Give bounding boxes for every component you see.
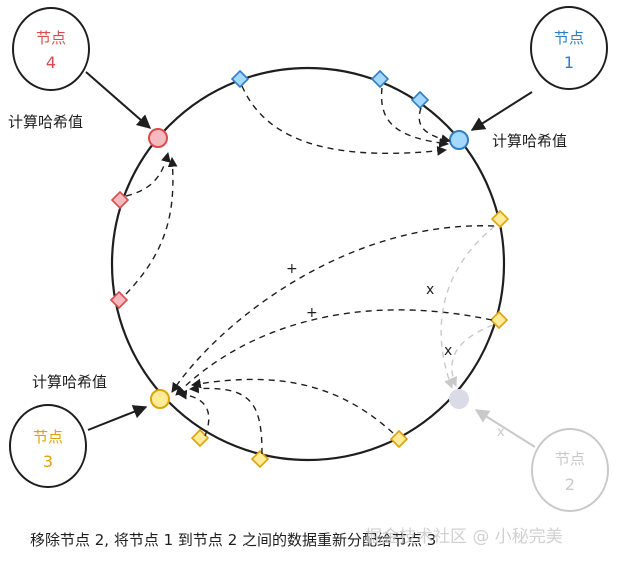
node-4-circle [12, 7, 90, 91]
node-3-number: 3 [43, 452, 53, 471]
ring-node-1-point [449, 130, 469, 150]
node-1-number: 1 [564, 53, 574, 72]
node-3: 节点 3 [9, 404, 87, 488]
node-1: 节点 1 [530, 6, 608, 90]
node-3-hash-label: 计算哈希值 [32, 373, 107, 391]
watermark: 掘金技术社区 @ 小秘完美 [365, 527, 563, 547]
hash-ring [110, 66, 506, 462]
node-4: 节点 4 [12, 7, 90, 91]
node-1-label: 节点 [554, 29, 584, 47]
ring-node-3-point [150, 389, 170, 409]
map-arrow-blue-3 [418, 107, 451, 144]
cross-mark-1: x [426, 282, 434, 298]
plus-mark-1: + [286, 261, 298, 277]
node-3-label: 节点 [33, 428, 63, 446]
data-key-yellow-4 [250, 449, 270, 469]
data-key-blue-3 [410, 90, 430, 110]
map-arrow-red-1 [125, 152, 171, 197]
data-key-yellow-1 [490, 209, 510, 229]
ring-node-2-point [449, 389, 469, 409]
node-2-circle [531, 428, 609, 512]
map-arrow-yellow-5 [191, 378, 394, 434]
node-2-number: 2 [565, 475, 575, 494]
node-2: 节点 2 [531, 428, 609, 512]
node-4-hash-label: 计算哈希值 [8, 113, 83, 131]
node-1-circle [530, 6, 608, 90]
node-1-to-ring-arrow [470, 91, 533, 131]
node-4-to-ring-arrow [85, 71, 152, 129]
removed-map-arrow-2 [448, 324, 494, 387]
map-arrow-blue-1 [241, 85, 447, 156]
data-key-yellow-2 [489, 310, 509, 330]
map-arrow-red-2 [125, 157, 178, 295]
data-key-yellow-5 [389, 429, 409, 449]
map-arrow-yellow-4 [189, 383, 263, 455]
data-key-blue-2 [370, 69, 390, 89]
map-arrow-yellow-1 [171, 225, 495, 393]
node-2-to-ring-arrow [474, 409, 536, 448]
node-4-number: 4 [46, 53, 56, 72]
cross-mark-2: x [444, 343, 452, 359]
data-key-blue-1 [230, 69, 250, 89]
caption: 移除节点 2, 将节点 1 到节点 2 之间的数据重新分配给节点 3 [30, 531, 436, 549]
node-2-label: 节点 [555, 450, 585, 468]
node-1-hash-label: 计算哈希值 [492, 132, 567, 150]
plus-mark-2: + [306, 305, 318, 321]
data-key-red-1 [110, 190, 130, 210]
node-3-circle [9, 404, 87, 488]
node-4-label: 节点 [36, 29, 66, 47]
data-key-red-2 [109, 290, 129, 310]
node-2-arrow-cross: x [497, 425, 505, 440]
ring-node-4-point [148, 128, 168, 148]
node-3-to-ring-arrow [87, 405, 148, 431]
map-arrow-yellow-3 [177, 389, 210, 437]
map-arrow-yellow-2 [175, 309, 493, 396]
removed-map-arrow-1 [440, 225, 496, 389]
